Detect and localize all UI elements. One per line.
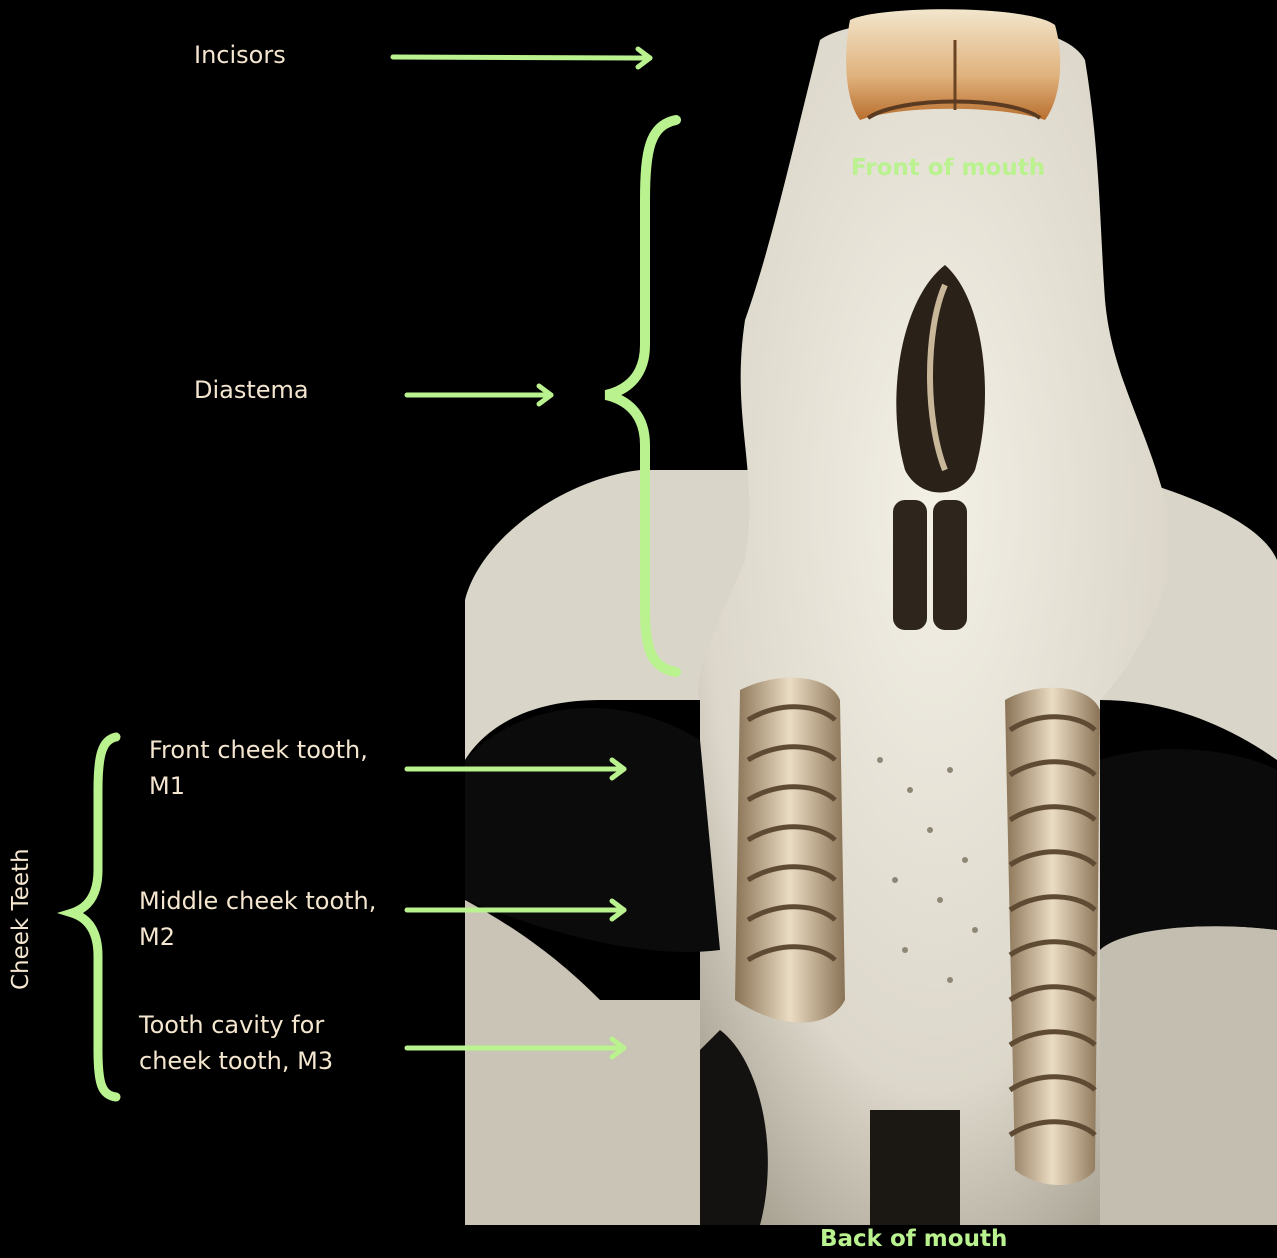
- molar-row-right: [1005, 688, 1100, 1185]
- diastema-label: Diastema: [194, 372, 309, 408]
- m1-label: Front cheek tooth, M1: [149, 732, 368, 804]
- cheek-teeth-label: Cheek Teeth: [8, 848, 34, 990]
- diastema-arrow: [407, 386, 551, 404]
- front-of-mouth-label: Front of mouth: [851, 155, 1045, 181]
- m2-label: Middle cheek tooth, M2: [139, 883, 376, 955]
- back-of-mouth-label: Back of mouth: [820, 1226, 1007, 1252]
- incisors-label: Incisors: [194, 37, 286, 73]
- m3-label: Tooth cavity for cheek tooth, M3: [139, 1007, 333, 1079]
- cheek-teeth-brace: [72, 737, 116, 1097]
- molar-row-left: [735, 678, 845, 1023]
- incisors-arrow: [393, 49, 650, 67]
